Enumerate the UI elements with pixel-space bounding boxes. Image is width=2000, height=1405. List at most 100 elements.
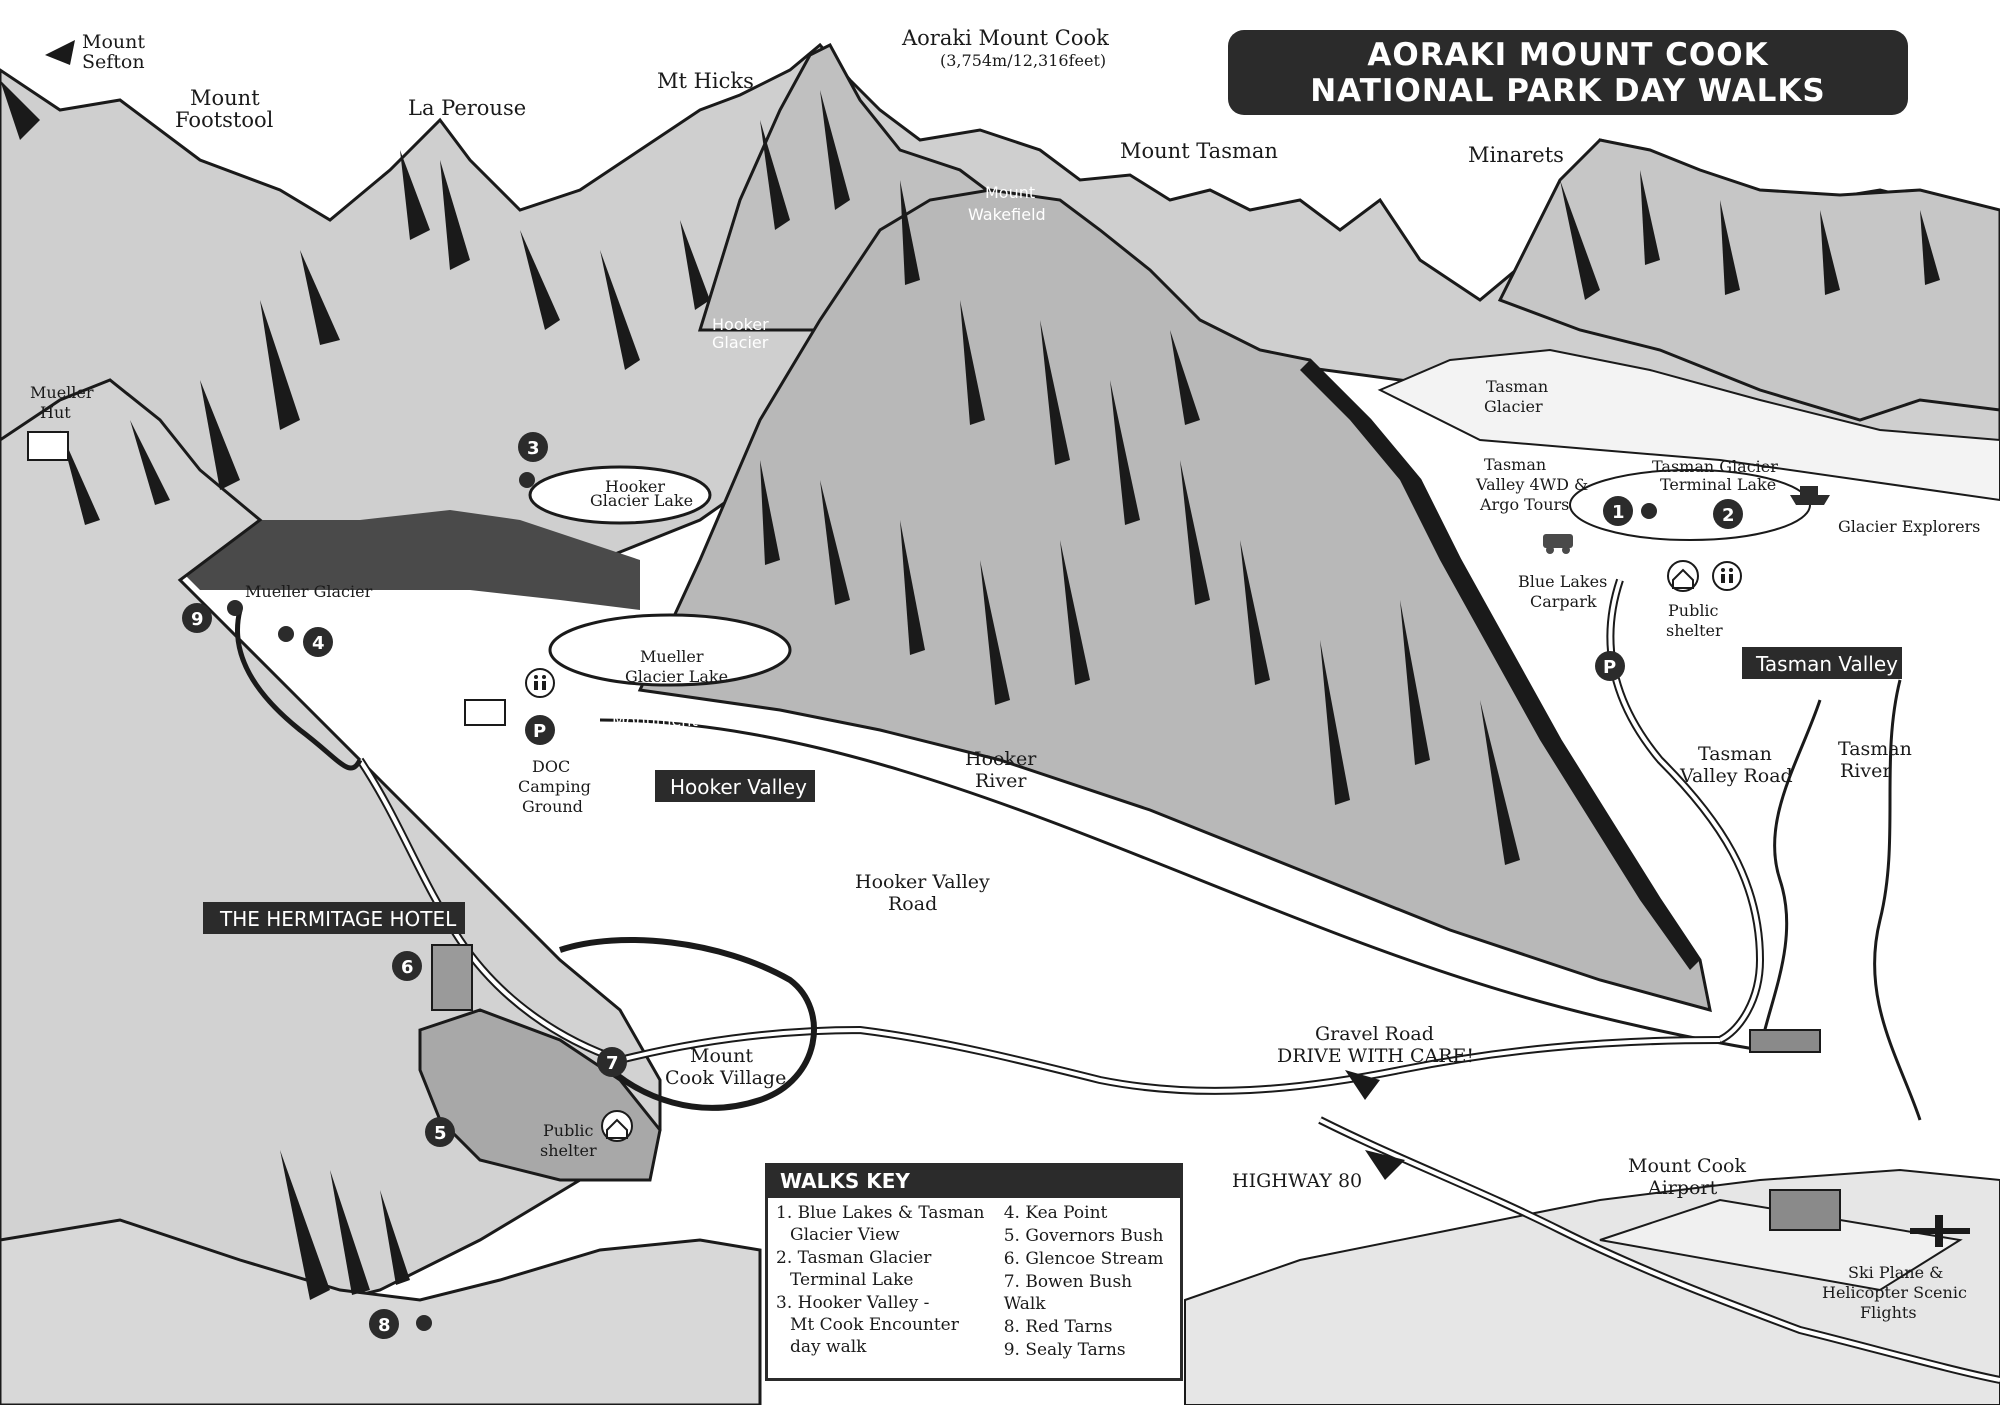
toilet-icon-camping: [525, 668, 555, 698]
trail-dots: [227, 472, 1657, 1331]
mount-wakefield-label: Mount: [985, 183, 1035, 202]
blue-lakes-carpark-label-2: Carpark: [1530, 592, 1597, 611]
hermitage-tag: [203, 902, 465, 934]
svg-text:4: 4: [312, 633, 325, 654]
hooker-valley-road-label-2: Road: [888, 893, 937, 915]
tasman-valley-tag: [1742, 647, 1902, 679]
hooker-glacier-lake-label: Hooker: [605, 477, 665, 496]
svg-text:P: P: [533, 721, 546, 742]
walk-item-5: 5. Governors Bush: [1003, 1226, 1164, 1246]
mount-wakefield-label-2: Wakefield: [968, 205, 1046, 224]
walks-key-column-2: 4. Kea Point 5. Governors Bush 6. Glenco…: [1004, 1202, 1172, 1362]
la-perouse-label: La Perouse: [408, 96, 526, 120]
hermitage-tag-text: THE HERMITAGE HOTEL: [219, 907, 457, 931]
minarets-label: Minarets: [1468, 143, 1564, 167]
marker-5: 5: [425, 1117, 455, 1147]
mt-hicks-label: Mt Hicks: [657, 69, 754, 93]
hermitage-building: [431, 944, 473, 1011]
tasman-valley-tag-text: Tasman Valley: [1755, 652, 1898, 676]
boat-icon: [1790, 486, 1830, 505]
mount-sefton-label: Mount: [82, 31, 145, 53]
hooker-glacier-band: [170, 510, 640, 610]
ski-plane-label-2: Helicopter Scenic: [1822, 1283, 1967, 1302]
mount-tasman-label: Mount Tasman: [1120, 139, 1278, 163]
highway-arrow: [1365, 1150, 1405, 1180]
tasman-river-2: [1873, 679, 1922, 1121]
airport-runway: [1599, 1198, 1963, 1292]
gravel-road-label: Gravel Road: [1315, 1023, 1434, 1045]
hooker-river-label: Hooker: [965, 748, 1037, 770]
marker-7: 7: [597, 1047, 627, 1077]
svg-text:5: 5: [434, 1123, 447, 1144]
marker-1: 1: [1603, 496, 1633, 526]
minarets-range: [1497, 138, 2000, 422]
hooker-river-label-2: River: [975, 770, 1027, 792]
doc-camping-label-3: Ground: [522, 797, 583, 816]
marker-4: 4: [303, 627, 333, 657]
marker-2: 2: [1713, 499, 1743, 529]
mueller-hut-label-2: Hut: [40, 403, 71, 422]
public-shelter-bottom-label-2: shelter: [540, 1141, 597, 1160]
public-shelter-bottom-label: Public: [543, 1121, 594, 1140]
mueller-glacier-lake-label-2: Glacier Lake: [625, 667, 728, 686]
walk-item-2: 2. Tasman Glacier Terminal Lake: [776, 1248, 932, 1290]
mount-cook-village-label: Mount: [690, 1045, 753, 1067]
gravel-road-label-2: DRIVE WITH CARE!: [1277, 1045, 1474, 1067]
svg-text:3: 3: [527, 438, 540, 459]
alpine-monument-label: Alpine: [628, 695, 678, 714]
map-title-line-1: AORAKI MOUNT COOK: [1367, 36, 1769, 73]
mueller-hut-building: [27, 431, 69, 461]
hooker-valley-tag-text: Hooker Valley: [670, 775, 807, 799]
wakefield-ridge-shadow: [1300, 360, 1700, 970]
mount-sefton-arrow: [45, 40, 75, 65]
walks-key-column-1: 1. Blue Lakes & Tasman Glacier View 2. T…: [776, 1202, 1004, 1362]
glacier-explorers-label: Glacier Explorers: [1838, 517, 1980, 536]
walk-item-7: 7. Bowen Bush Walk: [1003, 1272, 1133, 1314]
walk-item-4: 4. Kea Point: [1003, 1203, 1108, 1223]
vehicle-icon: [1543, 534, 1573, 554]
walk-item-3: 3. Hooker Valley - Mt Cook Encounter day…: [776, 1293, 959, 1357]
hooker-glacier-label: Hooker: [712, 315, 769, 334]
ski-plane-icon: [1910, 1215, 1970, 1247]
doc-camping-label-2: Camping: [518, 777, 591, 796]
walk-item-8: 8. Red Tarns: [1003, 1317, 1113, 1337]
airport-building: [1769, 1189, 1841, 1231]
camping-building: [464, 699, 506, 726]
svg-text:8: 8: [378, 1315, 391, 1336]
shelter-icon-bottom: [601, 1110, 633, 1142]
tasman-4wd-label: Tasman: [1484, 455, 1546, 474]
hooker-river: [599, 718, 1761, 1052]
ski-plane-label-3: Flights: [1860, 1303, 1917, 1322]
tasman-glacier-area: [1377, 348, 2000, 502]
aoraki-height-label: (3,754m/12,316feet): [940, 51, 1106, 70]
airport-label-2: Airport: [1647, 1177, 1718, 1199]
svg-text:1: 1: [1612, 502, 1625, 523]
tasman-terminal-lake-label-2: Terminal Lake: [1660, 475, 1776, 494]
blue-lakes-carpark-label: Blue Lakes: [1518, 572, 1607, 591]
gravel-road-arrow: [1345, 1070, 1380, 1100]
mount-footstool-label-2: Footstool: [175, 108, 274, 132]
svg-text:P: P: [1603, 657, 1616, 678]
highway-80-inner: [1319, 1118, 2000, 1382]
walk-item-9: 9. Sealy Tarns: [1003, 1340, 1126, 1360]
shelter-icon-top: [1667, 560, 1699, 592]
tasman-river-label-2: River: [1840, 760, 1892, 782]
tasman-terminal-lake-label: Tasman Glacier: [1652, 457, 1778, 476]
tasman-river-label: Tasman: [1838, 738, 1912, 760]
mueller-hut-label: Mueller: [30, 383, 94, 402]
governors-bush: [418, 1008, 662, 1182]
marker-8: 8: [369, 1309, 399, 1339]
tasman-valley-road-label: Tasman: [1698, 743, 1772, 765]
ski-plane-label: Ski Plane &: [1848, 1263, 1943, 1282]
doc-camping-label: DOC: [532, 757, 570, 776]
airport-label: Mount Cook: [1628, 1155, 1746, 1177]
aoraki-label: Aoraki Mount Cook: [901, 26, 1109, 50]
tasman-glacier-label: Tasman: [1486, 377, 1548, 396]
mount-cook-village-label-2: Cook Village: [665, 1067, 786, 1089]
highway-label: HIGHWAY 80: [1232, 1170, 1362, 1192]
public-shelter-top-label: Public: [1668, 601, 1719, 620]
walk-item-6: 6. Glencoe Stream: [1003, 1249, 1164, 1269]
mueller-glacier-lake-label: Mueller: [640, 647, 704, 666]
marker-6: 6: [392, 951, 422, 981]
